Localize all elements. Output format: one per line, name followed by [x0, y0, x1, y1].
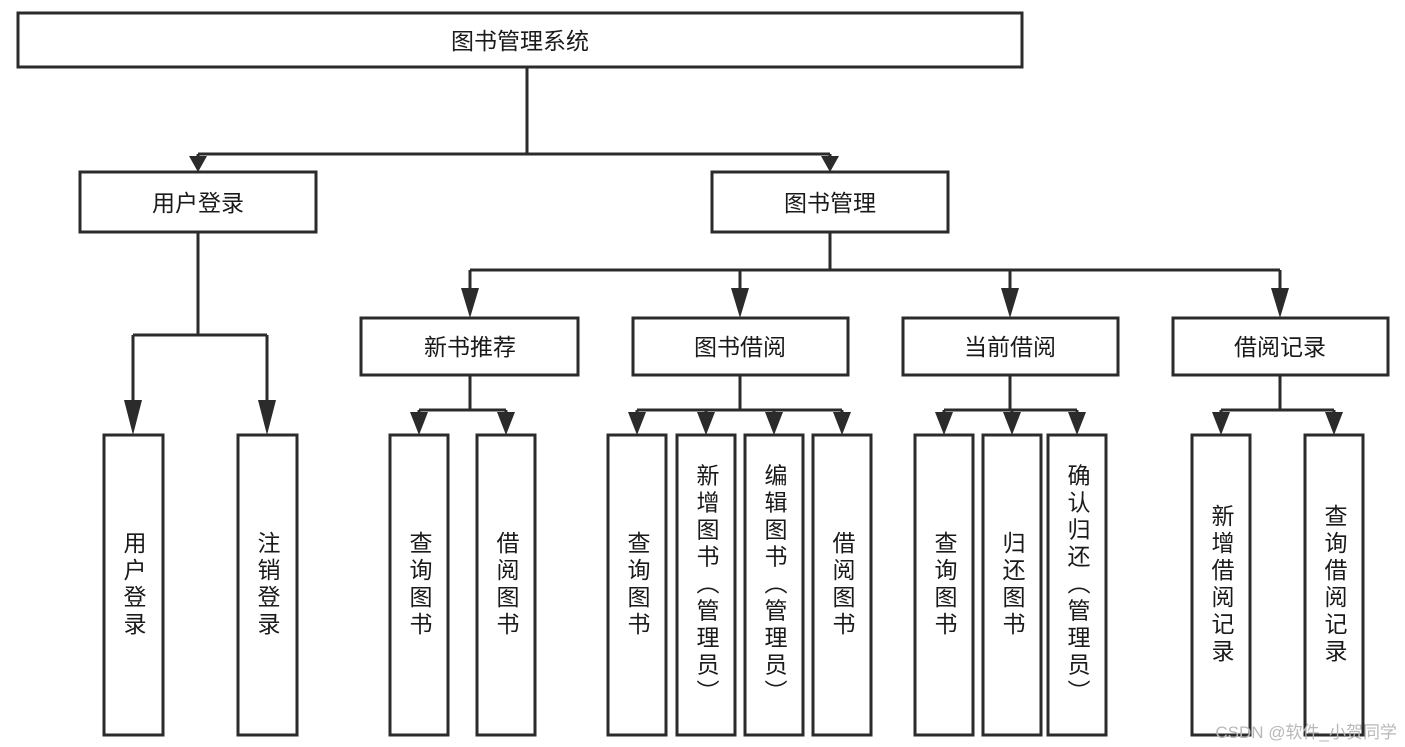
node-leaf-add-book-admin-label: 新增图书（管理员） [693, 464, 720, 707]
node-borrow-record[interactable]: 借阅记录 [1171, 316, 1390, 377]
node-leaf-edit-book-admin[interactable]: 编辑图书（管理员） [743, 433, 805, 737]
node-leaf-user-login-box[interactable] [102, 433, 165, 737]
node-leaf-new-borrow-book-label: 借阅图书 [493, 531, 520, 639]
node-user-login-box[interactable] [78, 170, 318, 234]
node-new-book-recommend-box[interactable] [359, 316, 580, 377]
node-leaf-add-borrow-record-label: 新增借阅记录 [1208, 504, 1235, 666]
node-leaf-user-login[interactable]: 用户登录 [102, 433, 165, 737]
node-leaf-new-query-book-label: 查询图书 [406, 531, 433, 639]
node-leaf-confirm-return-admin-label: 确认归还（管理员） [1064, 464, 1091, 707]
arrowhead-leaf-user-2 [258, 400, 276, 435]
arrowhead-user-login [189, 156, 207, 172]
arrowhead-borrow-record [1271, 288, 1289, 318]
node-leaf-borrow-query-book-box[interactable] [606, 433, 668, 737]
node-leaf-borrow-query-book-label: 查询图书 [624, 531, 651, 639]
node-leaf-edit-book-admin-box[interactable] [743, 433, 805, 737]
node-user-login[interactable]: 用户登录 [78, 170, 318, 234]
node-current-borrow-label: 当前借阅 [964, 334, 1056, 360]
node-leaf-current-query-book-label: 查询图书 [931, 531, 958, 639]
node-leaf-new-borrow-book[interactable]: 借阅图书 [475, 433, 537, 737]
node-leaf-user-login-label: 用户登录 [120, 531, 147, 639]
arrowhead-leaf-new-2 [497, 412, 515, 435]
node-leaf-logout-label: 注销登录 [254, 531, 281, 639]
node-book-manage-box[interactable] [710, 170, 950, 234]
arrowhead-leaf-user-1 [124, 400, 142, 435]
node-leaf-query-borrow-record[interactable]: 查询借阅记录 [1303, 433, 1365, 737]
node-borrow-record-box[interactable] [1171, 316, 1390, 377]
node-leaf-query-borrow-record-box[interactable] [1303, 433, 1365, 737]
arrowhead-book-manage [821, 156, 839, 172]
node-leaf-return-book-label: 归还图书 [999, 531, 1026, 639]
arrowhead-leaf-borrow-1 [628, 412, 646, 435]
node-leaf-borrow-book-label: 借阅图书 [829, 531, 856, 639]
node-leaf-current-query-book[interactable]: 查询图书 [913, 433, 975, 737]
node-book-manage-label: 图书管理 [784, 190, 876, 216]
node-book-borrow[interactable]: 图书借阅 [631, 316, 850, 377]
arrowhead-leaf-record-2 [1325, 412, 1343, 435]
node-user-login-label: 用户登录 [152, 190, 244, 216]
node-leaf-add-borrow-record-box[interactable] [1190, 433, 1252, 737]
arrowhead-leaf-borrow-2 [697, 412, 715, 435]
arrowhead-leaf-current-2 [1003, 412, 1021, 435]
node-leaf-logout[interactable]: 注销登录 [236, 433, 299, 737]
node-current-borrow[interactable]: 当前借阅 [901, 316, 1120, 377]
node-leaf-borrow-query-book[interactable]: 查询图书 [606, 433, 668, 737]
node-leaf-new-borrow-book-box[interactable] [475, 433, 537, 737]
arrowhead-leaf-current-1 [935, 412, 953, 435]
node-leaf-current-query-book-box[interactable] [913, 433, 975, 737]
node-book-borrow-box[interactable] [631, 316, 850, 377]
node-root[interactable]: 图书管理系统 [16, 11, 1024, 69]
arrowhead-leaf-new-1 [410, 412, 428, 435]
node-root-label: 图书管理系统 [451, 28, 589, 54]
node-leaf-add-book-admin[interactable]: 新增图书（管理员） [675, 433, 737, 737]
node-leaf-new-query-book-box[interactable] [388, 433, 450, 737]
node-leaf-new-query-book[interactable]: 查询图书 [388, 433, 450, 737]
arrowhead-book-borrow [731, 288, 749, 318]
node-layer: 图书管理系统 用户登录 图书管理 新书推荐 图书借阅 当前 [16, 11, 1390, 737]
node-leaf-confirm-return-admin-box[interactable] [1046, 433, 1108, 737]
node-leaf-borrow-book-box[interactable] [811, 433, 873, 737]
node-book-manage[interactable]: 图书管理 [710, 170, 950, 234]
arrowhead-leaf-borrow-3 [765, 412, 783, 435]
node-new-book-recommend-label: 新书推荐 [424, 334, 516, 360]
arrowhead-leaf-current-3 [1068, 412, 1086, 435]
node-leaf-confirm-return-admin[interactable]: 确认归还（管理员） [1046, 433, 1108, 737]
arrowhead-leaf-borrow-4 [833, 412, 851, 435]
node-leaf-add-borrow-record[interactable]: 新增借阅记录 [1190, 433, 1252, 737]
node-root-box[interactable] [16, 11, 1024, 69]
arrowhead-leaf-record-1 [1212, 412, 1230, 435]
connector-layer [124, 67, 1343, 435]
node-leaf-edit-book-admin-label: 编辑图书（管理员） [761, 464, 788, 707]
arrowhead-current-borrow [1001, 288, 1019, 318]
arrowhead-new-book [461, 288, 479, 318]
node-borrow-record-label: 借阅记录 [1234, 334, 1326, 360]
node-leaf-add-book-admin-box[interactable] [675, 433, 737, 737]
node-leaf-query-borrow-record-label: 查询借阅记录 [1321, 504, 1348, 666]
node-book-borrow-label: 图书借阅 [694, 334, 786, 360]
node-new-book-recommend[interactable]: 新书推荐 [359, 316, 580, 377]
node-leaf-return-book-box[interactable] [981, 433, 1043, 737]
node-leaf-return-book[interactable]: 归还图书 [981, 433, 1043, 737]
node-leaf-logout-box[interactable] [236, 433, 299, 737]
node-current-borrow-box[interactable] [901, 316, 1120, 377]
node-leaf-borrow-book[interactable]: 借阅图书 [811, 433, 873, 737]
